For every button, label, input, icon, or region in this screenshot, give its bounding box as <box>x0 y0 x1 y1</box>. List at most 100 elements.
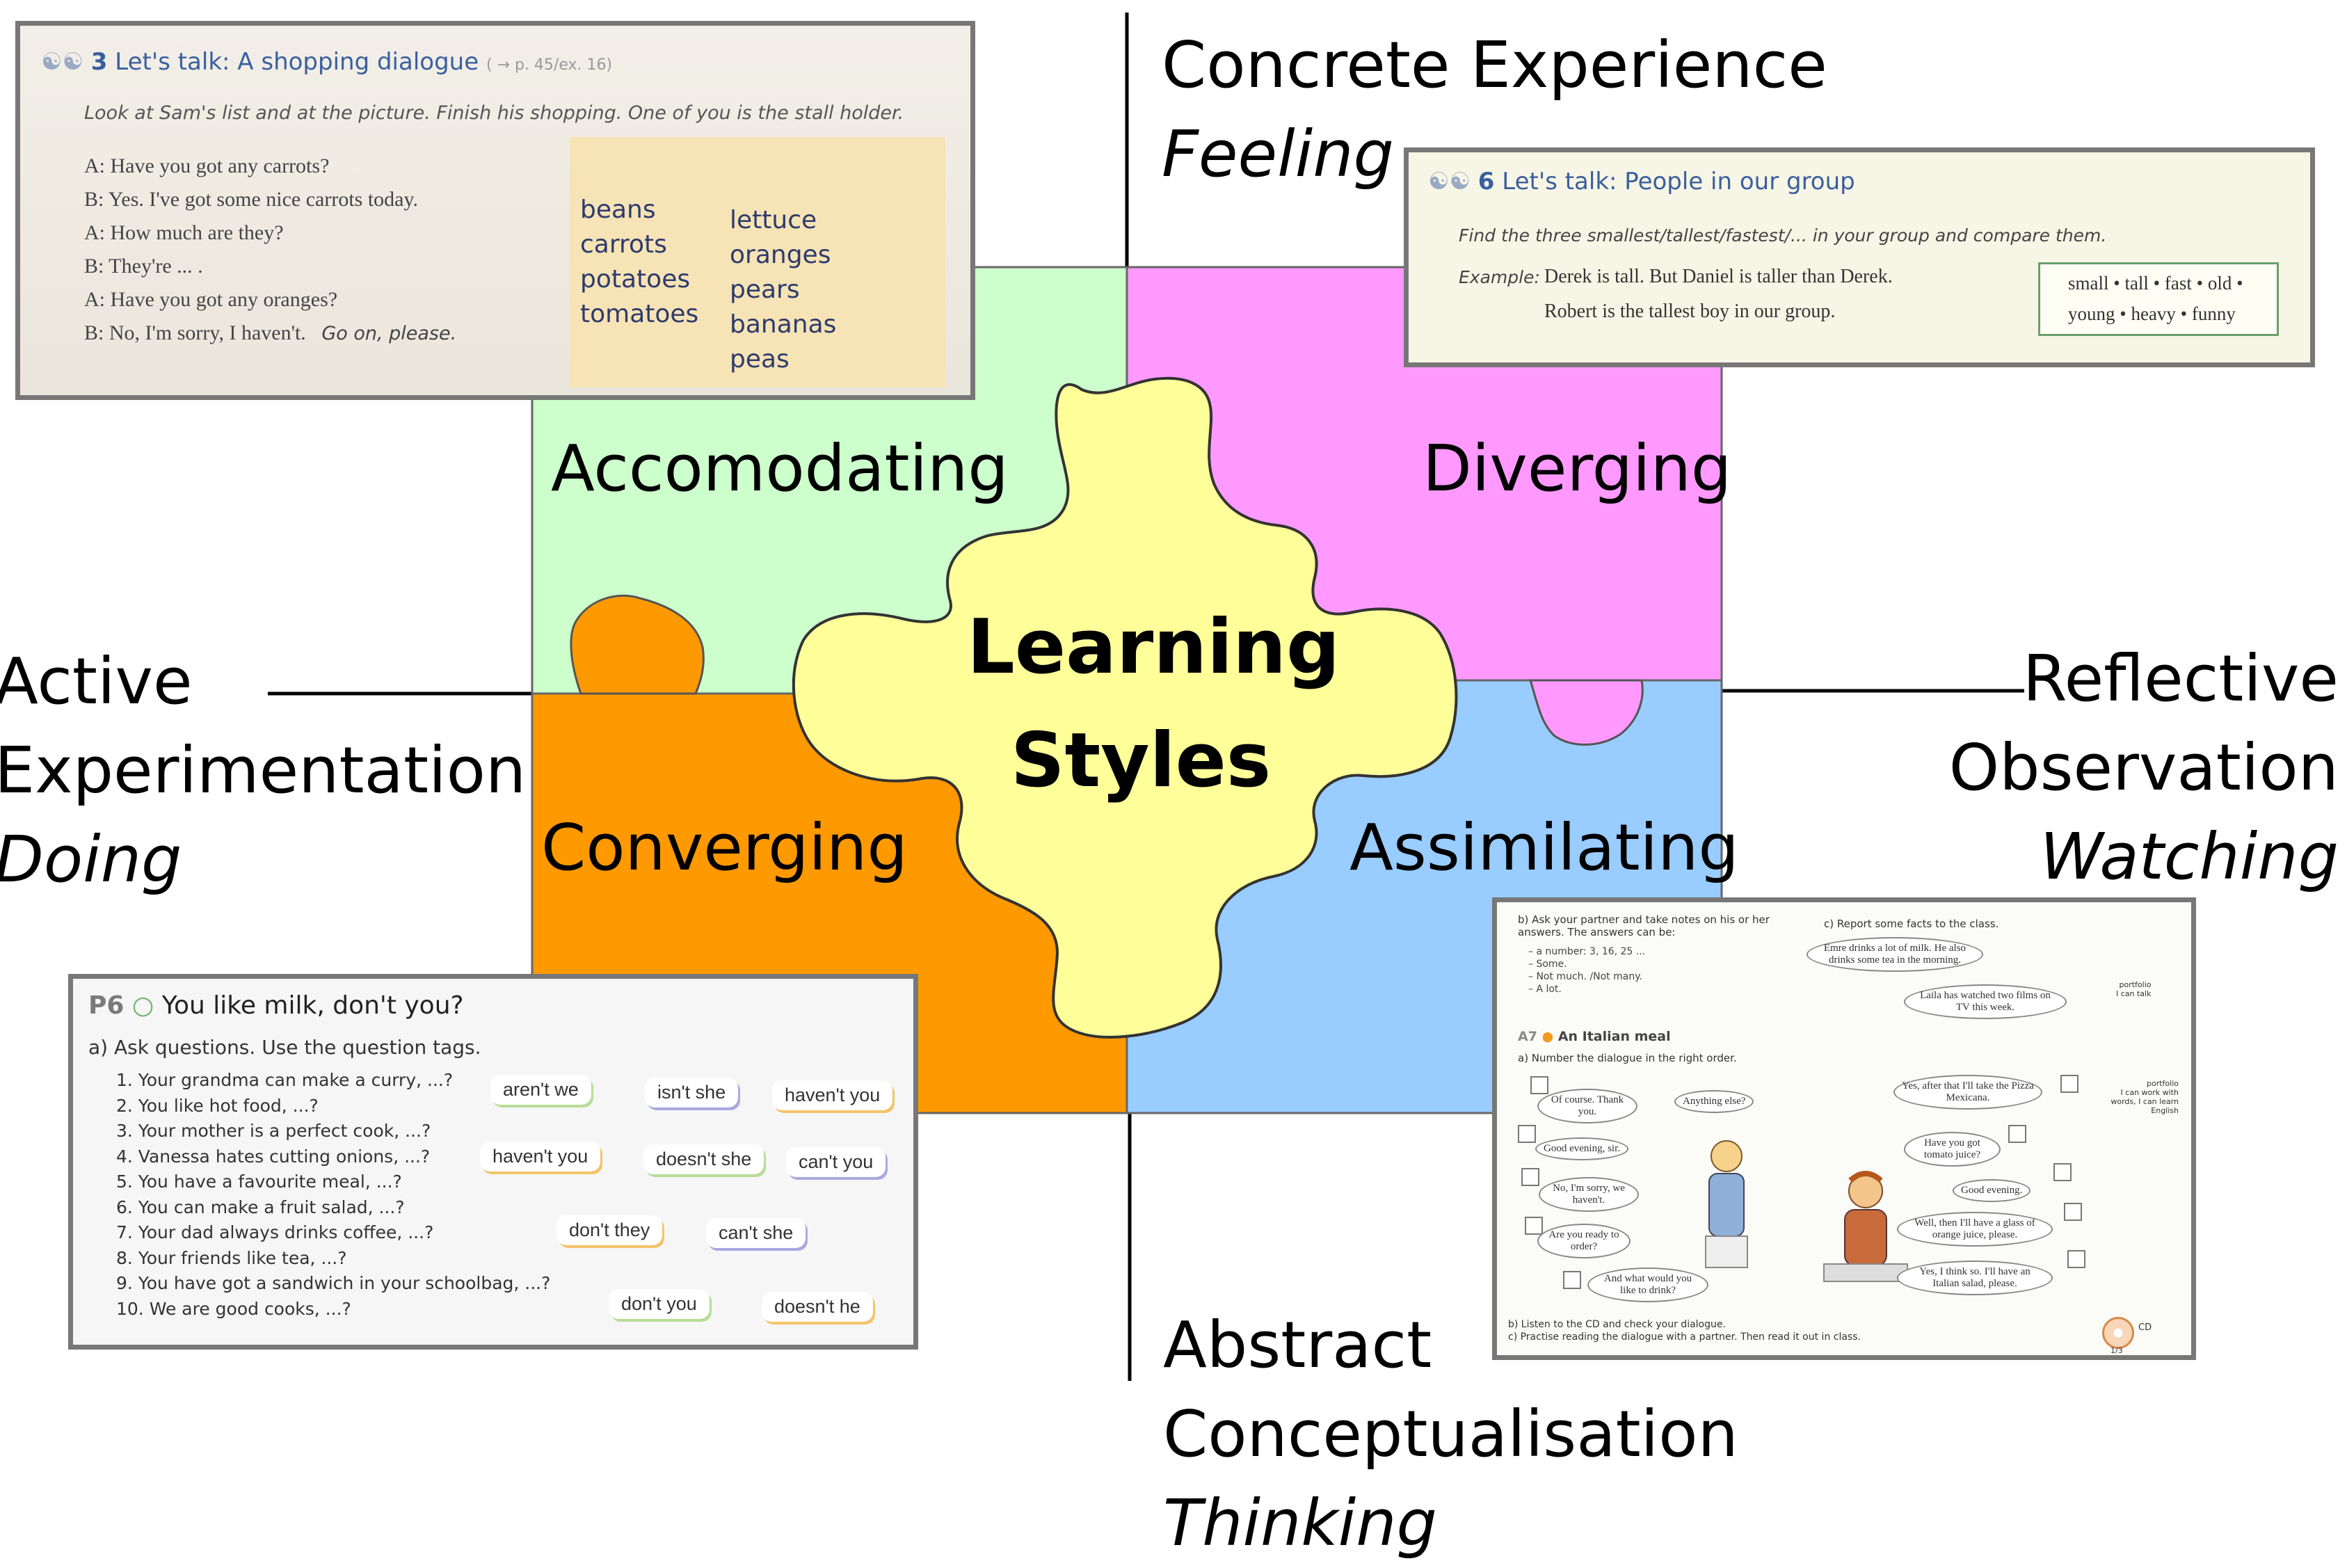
meal-footer: b) Listen to the CD and check your dialo… <box>1508 1318 1861 1343</box>
speech-bubble: Are you ready to order? <box>1537 1224 1631 1258</box>
axis-right-label: Reflective Observation Watching <box>1949 634 2339 902</box>
portfolio-note-1: portfolio I can talk <box>2116 980 2151 998</box>
speech-bubble: Have you got tomato juice? <box>1904 1132 2001 1167</box>
axis-bottom-title1: Abstract <box>1163 1308 1432 1382</box>
people-icon: ☯☯ <box>1428 168 1471 195</box>
shopping-title: Let's talk: A shopping dialogue <box>115 48 479 76</box>
group-title: Let's talk: People in our group <box>1502 168 1855 195</box>
a7-header: A7 ● An Italian meal <box>1518 1029 1671 1044</box>
label-diverging: Diverging <box>1423 431 1732 506</box>
waitress-illustration <box>1705 1140 1748 1268</box>
group-example1: Derek is tall. But Daniel is taller than… <box>1544 266 1893 287</box>
tags-title: You like milk, don't you? <box>161 991 464 1020</box>
a7-instruction: a) Number the dialogue in the right orde… <box>1518 1052 1737 1064</box>
tag-pill: don't they <box>556 1215 663 1245</box>
group-header: ☯☯ 6 Let's talk: People in our group <box>1428 168 1855 195</box>
group-number: 6 <box>1477 168 1495 195</box>
question-item: 2. You like hot food, ...? <box>116 1095 319 1116</box>
tag-pill: aren't we <box>490 1075 591 1105</box>
tag-pill: haven't you <box>772 1080 893 1110</box>
meal-footer-line: b) Listen to the CD and check your dialo… <box>1508 1319 1726 1330</box>
tags-header: P6 ○ You like milk, don't you? <box>88 991 464 1020</box>
go-on-text: Go on, please. <box>321 323 457 344</box>
cd-icon <box>2102 1317 2134 1349</box>
thumbnail-italian-meal: b) Ask your partner and take notes on hi… <box>1492 897 2196 1360</box>
list-item: oranges <box>730 241 831 269</box>
answer-item: – Some. <box>1528 959 1567 970</box>
axis-top-subtitle: Feeling <box>1162 117 1394 191</box>
speech-bubble: Yes, after that I'll take the Pizza Mexi… <box>1893 1075 2042 1110</box>
tag-pill: doesn't he <box>762 1292 873 1322</box>
dialogue-line: B: They're ... . <box>84 255 203 278</box>
group-words2: young • heavy • funny <box>2068 303 2236 324</box>
tag-pill: don't you <box>609 1289 710 1319</box>
shopping-dialogue: A: Have you got any carrots? B: Yes. I'v… <box>84 150 456 351</box>
order-checkbox[interactable] <box>2053 1163 2072 1181</box>
question-item: 5. You have a favourite meal, ...? <box>116 1171 402 1192</box>
group-example2: Robert is the tallest boy in our group. <box>1544 301 1836 322</box>
order-checkbox[interactable] <box>2067 1250 2085 1268</box>
list-item: carrots <box>580 230 667 259</box>
order-checkbox[interactable] <box>2060 1075 2078 1093</box>
label-assimilating: Assimilating <box>1349 810 1739 885</box>
question-item: 10. We are good cooks, ...? <box>116 1298 351 1319</box>
dialogue-line: A: How much are they? <box>84 221 284 244</box>
answer-item: – A lot. <box>1528 984 1562 995</box>
order-checkbox[interactable] <box>1525 1217 1543 1235</box>
tag-pill: can't she <box>706 1218 806 1248</box>
tags-questions: 1. Your grandma can make a curry, ...? 2… <box>116 1068 550 1322</box>
speech-bubble: Yes, I think so. I'll have an Italian sa… <box>1897 1261 2053 1295</box>
meal-b-items: – a number: 3, 16, 25 ... – Some. – Not … <box>1528 945 1645 995</box>
order-checkbox[interactable] <box>2008 1125 2026 1143</box>
dialogue-line: B: Yes. I've got some nice carrots today… <box>84 188 419 211</box>
tag-pill: can't you <box>786 1147 886 1177</box>
list-item: lettuce <box>730 206 817 234</box>
axis-left-label: Active Experimentation Doing <box>0 637 526 904</box>
question-item: 3. Your mother is a perfect cook, ...? <box>116 1121 431 1141</box>
axis-top-label: Concrete Experience Feeling <box>1162 21 1827 199</box>
speech-bubble: Good evening. <box>1953 1179 2031 1202</box>
axis-left-title2: Experimentation <box>0 733 527 808</box>
converging-tab <box>570 594 705 695</box>
group-instruction: Find the three smallest/tallest/fastest/… <box>1459 225 2107 246</box>
axis-left-title1: Active <box>0 644 193 719</box>
portfolio-label: portfolio <box>2119 980 2152 989</box>
speech-bubble: Of course. Thank you. <box>1537 1089 1637 1123</box>
axis-left-subtitle: Doing <box>0 822 182 897</box>
tags-instruction: a) Ask questions. Use the question tags. <box>88 1036 481 1059</box>
speech-bubble: Well, then I'll have a glass of orange j… <box>1897 1212 2053 1247</box>
portfolio-note-2: portfolio I can work with words, I can l… <box>2109 1079 2179 1115</box>
dialogue-line: B: No, I'm sorry, I haven't. Go on, plea… <box>84 317 456 351</box>
portfolio-sub: I can talk <box>2116 989 2152 998</box>
speech-bubble: Emre drinks a lot of milk. He also drink… <box>1807 937 1983 972</box>
cd-label: CD <box>2138 1322 2152 1333</box>
circle-icon: ○ <box>131 991 154 1020</box>
question-item: 4. Vanessa hates cutting onions, ...? <box>116 1146 431 1167</box>
center-title-line1: Learning <box>967 604 1340 691</box>
question-item: 7. Your dad always drinks coffee, ...? <box>116 1222 434 1242</box>
diverging-tab <box>1528 679 1644 746</box>
group-example-label: Example: <box>1459 267 1540 287</box>
dialogue-line: A: Have you got any carrots? <box>84 154 330 177</box>
thumbnail-shopping-dialogue: ☯☯ 3 Let's talk: A shopping dialogue ( →… <box>15 21 975 400</box>
question-item: 9. You have got a sandwich in your schoo… <box>116 1273 551 1293</box>
question-item: 8. Your friends like tea, ...? <box>116 1247 347 1268</box>
order-checkbox[interactable] <box>1518 1125 1536 1143</box>
answer-item: – a number: 3, 16, 25 ... <box>1528 946 1646 957</box>
order-checkbox[interactable] <box>2064 1203 2082 1221</box>
list-item: pears <box>730 275 800 304</box>
order-checkbox[interactable] <box>1563 1271 1581 1289</box>
label-accomodating: Accomodating <box>551 431 1009 506</box>
list-item: beans <box>580 195 656 224</box>
dialogue-line: A: Have you got any oranges? <box>84 288 338 311</box>
question-item: 1. Your grandma can make a curry, ...? <box>116 1070 454 1090</box>
order-checkbox[interactable] <box>1530 1076 1548 1094</box>
order-checkbox[interactable] <box>1521 1168 1539 1186</box>
thumbnail-people-group: ☯☯ 6 Let's talk: People in our group Fin… <box>1404 147 2315 367</box>
meal-b-head: b) Ask your partner and take notes on hi… <box>1518 913 1770 938</box>
guest-illustration <box>1823 1171 1908 1282</box>
speech-bubble: Anything else? <box>1674 1090 1754 1113</box>
answer-item: – Not much. /Not many. <box>1528 971 1642 982</box>
axis-bottom-title2: Conceptualisation <box>1163 1397 1738 1471</box>
